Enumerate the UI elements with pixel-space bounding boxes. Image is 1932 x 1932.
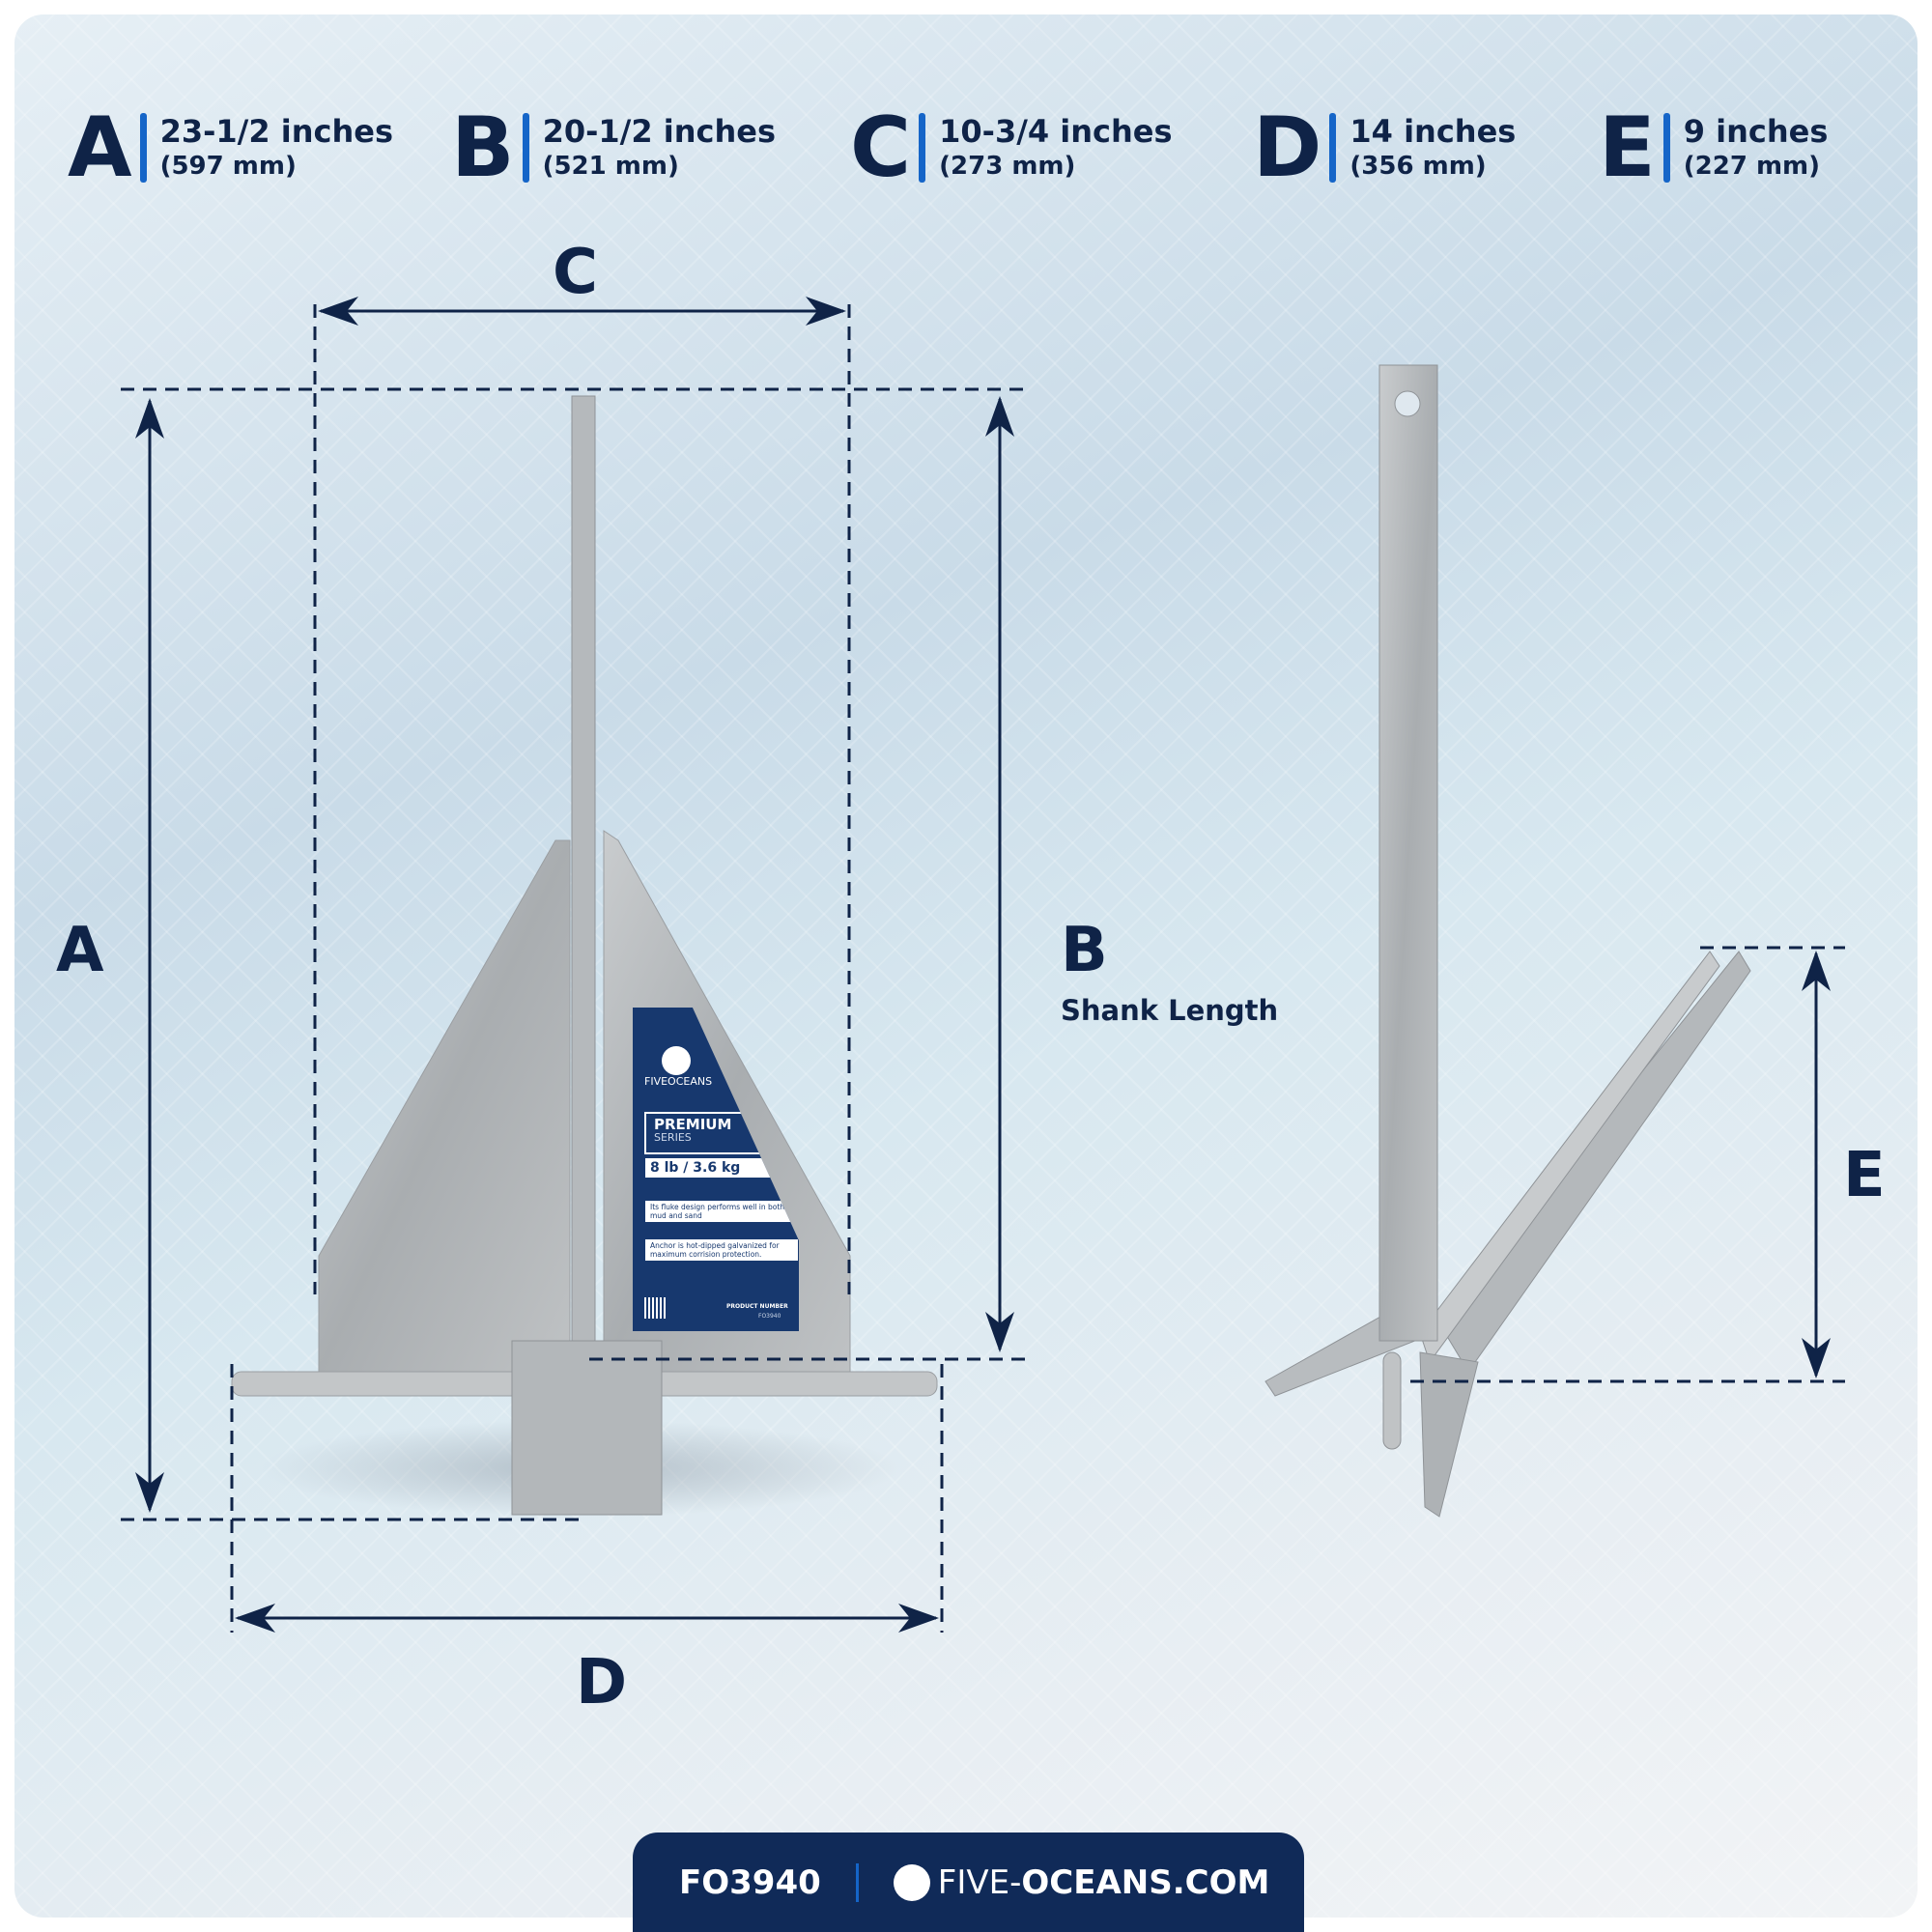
label-b: B (1061, 915, 1108, 986)
dim-c: C 10-3/4 inches(273 mm) (850, 106, 1173, 189)
infographic-card: A 23-1/2 inches(597 mm) B 20-1/2 inches(… (14, 14, 1918, 1918)
shackle-hole (1394, 390, 1421, 417)
dim-letter: B (451, 99, 515, 196)
product-number: FO3940 (758, 1313, 781, 1320)
label-c: C (553, 237, 598, 308)
dim-e: E 9 inches(227 mm) (1599, 106, 1828, 189)
divider (855, 1862, 859, 1902)
website-part: FIVE- (937, 1862, 1022, 1902)
label-d: D (576, 1647, 628, 1719)
dim-letter: E (1599, 99, 1656, 196)
website-part: OCEANS.COM (1021, 1862, 1270, 1902)
dim-letter: A (68, 99, 132, 196)
dim-inches: 10-3/4 inches (939, 113, 1173, 150)
qr-code-icon (644, 1297, 666, 1319)
dim-mm: (227 mm) (1683, 152, 1821, 181)
description: Anchor is hot-dipped galvanized for maxi… (645, 1239, 798, 1261)
dim-mm: (356 mm) (1350, 152, 1487, 181)
dim-mm: (273 mm) (939, 152, 1076, 181)
dim-inches: 14 inches (1350, 113, 1517, 150)
dim-inches: 20-1/2 inches (542, 113, 776, 150)
dim-letter: C (850, 99, 911, 196)
label-a: A (56, 915, 104, 986)
series: SERIES (654, 1131, 692, 1144)
five-oceans-logo-icon (662, 1046, 691, 1075)
divider (1329, 113, 1337, 183)
product-number-label: PRODUCT NUMBER (726, 1303, 788, 1310)
anchor-front-view (231, 395, 938, 1516)
brand: FIVEOCEANS (644, 1075, 713, 1088)
divider (139, 113, 147, 183)
dim-inches: 23-1/2 inches (159, 113, 393, 150)
dim-letter: D (1253, 99, 1321, 196)
product-line: PREMIUM (654, 1116, 732, 1133)
dim-a: A 23-1/2 inches(597 mm) (68, 106, 393, 189)
label-e: E (1843, 1140, 1886, 1211)
dimension-lines (121, 297, 1845, 1633)
product-code: FO3940 (679, 1862, 821, 1902)
divider (919, 113, 926, 183)
weight: 8 lb / 3.6 kg (645, 1158, 790, 1178)
dim-mm: (597 mm) (159, 152, 297, 181)
shank-length-caption: Shank Length (1061, 994, 1279, 1027)
description: Its fluke design performs well in both m… (645, 1201, 798, 1222)
dim-d: D 14 inches(356 mm) (1253, 106, 1516, 189)
dim-mm: (521 mm) (542, 152, 679, 181)
dim-b: B 20-1/2 inches(521 mm) (451, 106, 776, 189)
anchor-side-view (1264, 364, 1751, 1518)
five-oceans-logo-icon (893, 1863, 930, 1901)
footer-banner: FO3940 FIVE-OCEANS.COM (633, 1833, 1304, 1932)
dim-inches: 9 inches (1683, 113, 1829, 150)
divider (1662, 113, 1670, 183)
divider (522, 113, 529, 183)
